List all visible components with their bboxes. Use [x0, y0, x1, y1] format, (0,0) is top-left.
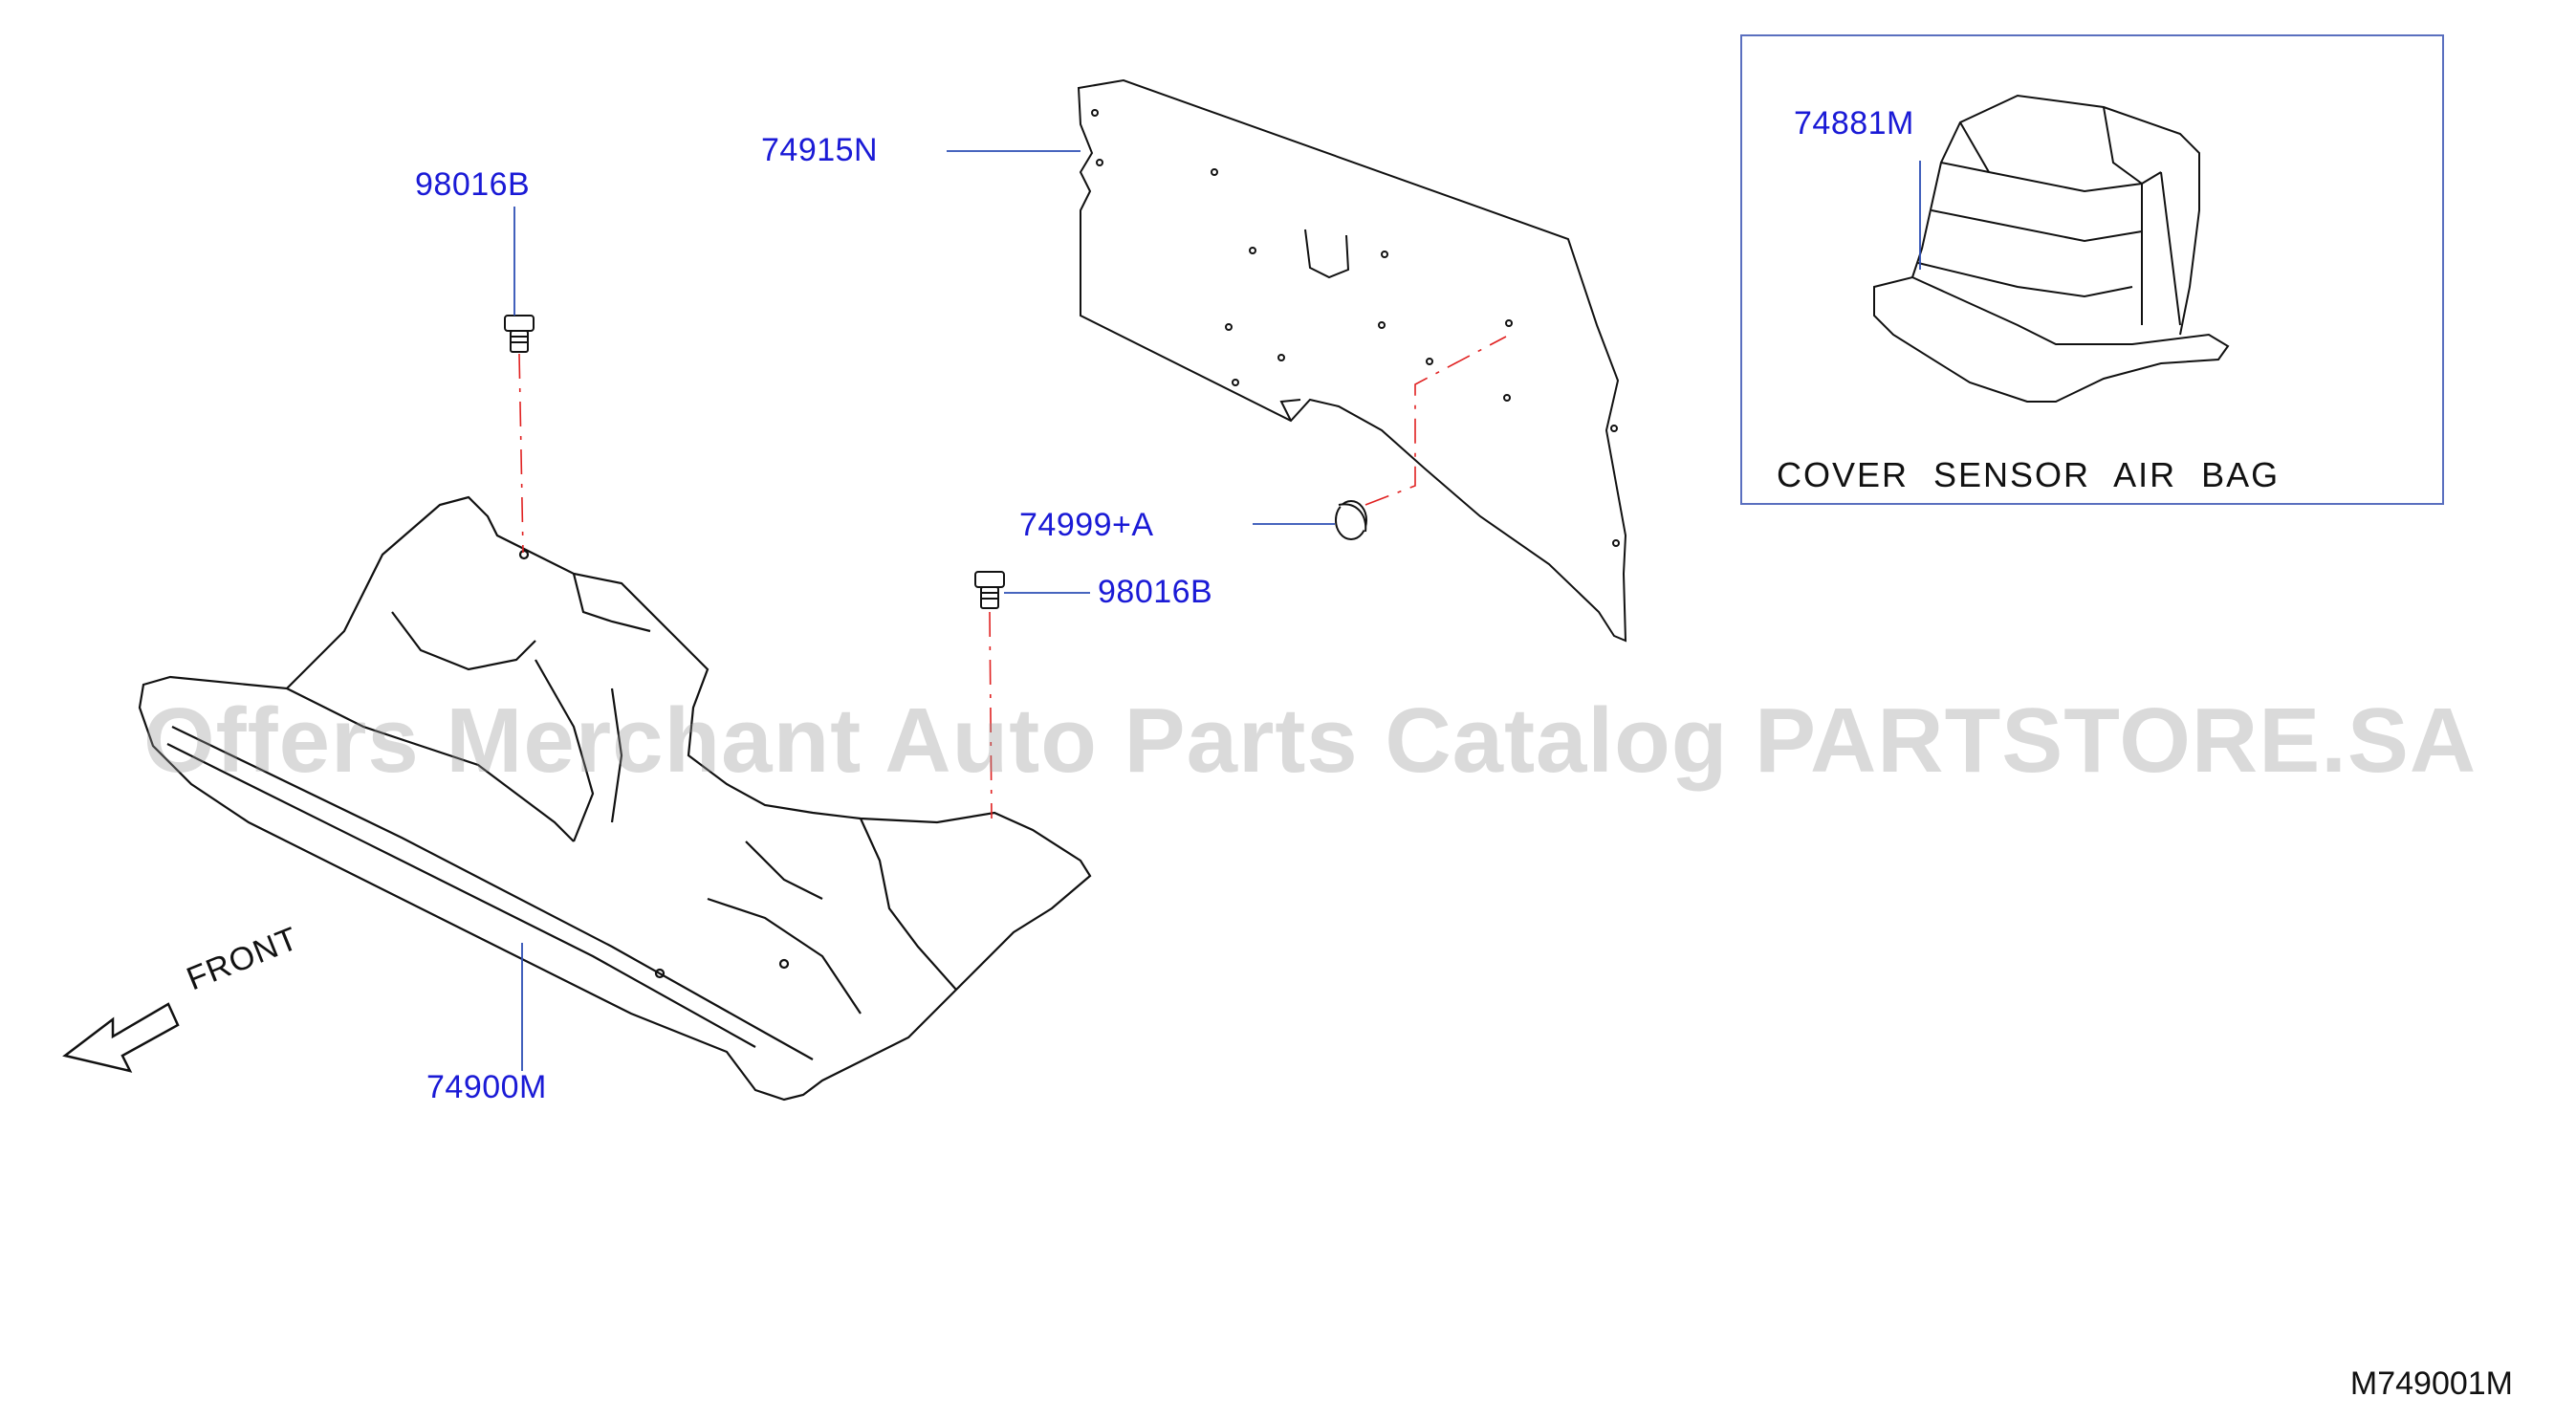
sensor-cover-drawing	[1873, 94, 2230, 403]
callout-98016B-upper[interactable]: 98016B	[415, 166, 531, 203]
leader-lines	[513, 150, 1921, 1071]
floor-carpet	[138, 495, 1092, 1102]
watermark: Offers Merchant Auto Parts Catalog PARTS…	[143, 689, 2478, 792]
dash-insulator-panel	[1077, 78, 1627, 643]
clip-lower-drawing	[974, 571, 1005, 609]
callout-74900M[interactable]: 74900M	[426, 1069, 547, 1105]
callout-74881M[interactable]: 74881M	[1794, 105, 1914, 142]
inset-box	[1740, 34, 2444, 505]
grommet-drawing	[1335, 500, 1367, 540]
inset-caption: COVER SENSOR AIR BAG	[1777, 455, 2281, 494]
front-arrow-icon	[62, 1002, 180, 1073]
clip-upper-drawing	[504, 315, 535, 353]
callout-74999A[interactable]: 74999+A	[1019, 507, 1154, 543]
callout-74915N[interactable]: 74915N	[761, 132, 879, 168]
clip-center-lines	[518, 336, 1507, 819]
drawing-number: M749001M	[2349, 1365, 2513, 1402]
callout-98016B-lower[interactable]: 98016B	[1098, 574, 1213, 610]
